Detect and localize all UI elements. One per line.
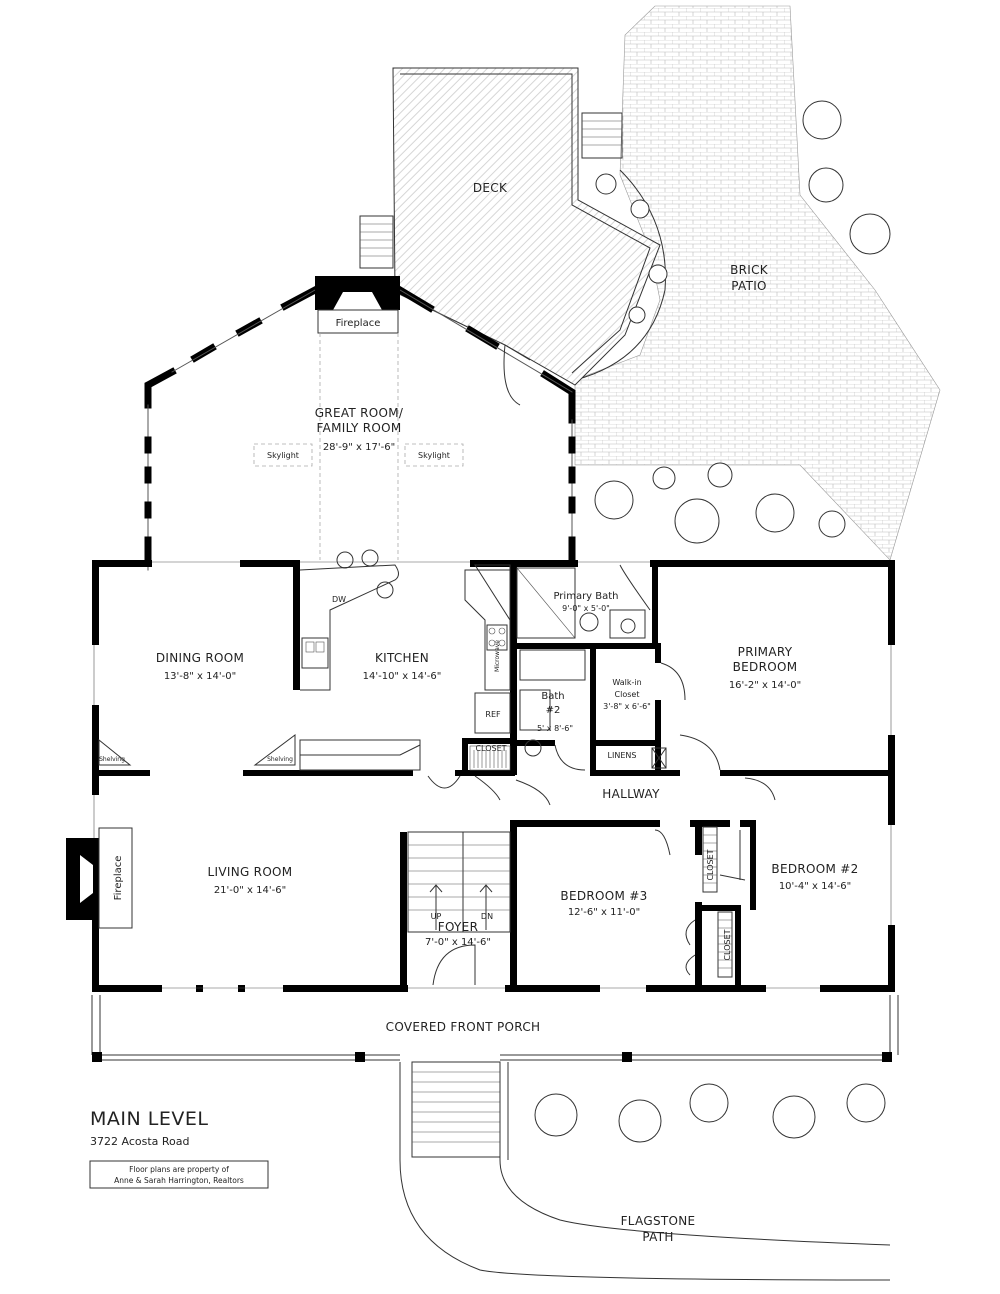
exterior-walls xyxy=(92,560,895,992)
brick-patio-label-2: PATIO xyxy=(731,279,767,293)
bedroom3-dim: 12'-6" x 11'-0" xyxy=(568,907,640,918)
plan-address: 3722 Acosta Road xyxy=(90,1135,189,1148)
hallway-label: HALLWAY xyxy=(602,787,660,801)
porch xyxy=(91,995,899,1281)
shelving-left-label: Shelving xyxy=(99,756,125,763)
microwave-label: Microwave xyxy=(494,640,501,672)
great-room-walls xyxy=(144,285,576,571)
dining-room-label: DINING ROOM xyxy=(156,651,244,665)
primary-bath-dim: 9'-0" x 5'-0" xyxy=(562,604,610,613)
linens-label: LINENS xyxy=(608,751,637,760)
disclaimer-box xyxy=(89,1160,269,1189)
bath-fixtures xyxy=(516,564,686,771)
fireplace-left xyxy=(66,827,133,929)
foyer-dim: 7'-0" x 14'-6" xyxy=(425,937,491,948)
walk-in-dim: 3'-8" x 6'-6" xyxy=(603,702,651,711)
windows xyxy=(93,561,892,989)
closet-kitchen-label: CLOSET xyxy=(475,744,506,753)
primary-bedroom-dim: 16'-2" x 14'-0" xyxy=(729,680,801,691)
closets xyxy=(702,826,733,978)
shelving-right-label: Shelving xyxy=(267,756,293,763)
flagstone-label-2: PATH xyxy=(642,1230,673,1244)
dn-label: DN xyxy=(481,912,493,921)
bedroom3-label: BEDROOM #3 xyxy=(560,889,647,903)
great-room-dim: 28'-9" x 17'-6" xyxy=(323,442,395,453)
dining-room-dim: 13'-8" x 14'-0" xyxy=(164,671,236,682)
trees xyxy=(534,100,891,1143)
walk-in-label: Walk-in xyxy=(612,678,641,687)
foyer-stairs xyxy=(400,831,511,992)
bath2-label: Bath xyxy=(541,691,564,702)
flagstone-label: FLAGSTONE xyxy=(621,1214,696,1228)
bath2-dim: 5' x 8'-6" xyxy=(537,724,573,733)
fireplace-left-label: Fireplace xyxy=(113,856,124,901)
closet-b-label: CLOSET xyxy=(723,929,732,960)
primary-bedroom-label-2: BEDROOM xyxy=(733,660,798,674)
disclaimer-line-2: Anne & Sarah Harrington, Realtors xyxy=(114,1176,244,1185)
skylight-left: Skylight xyxy=(267,451,299,460)
kitchen-label: KITCHEN xyxy=(375,651,429,665)
fireplace-top xyxy=(315,276,400,334)
brick-patio xyxy=(574,5,941,561)
living-room-label: LIVING ROOM xyxy=(208,865,293,879)
disclaimer-line-1: Floor plans are property of xyxy=(129,1165,229,1174)
primary-bedroom-label: PRIMARY xyxy=(738,645,793,659)
closet-a-label: CLOSET xyxy=(706,849,715,880)
door-swings xyxy=(515,734,776,976)
kitchen-dim: 14'-10" x 14'-6" xyxy=(363,671,442,682)
skylight-right: Skylight xyxy=(418,451,450,460)
porch-label: COVERED FRONT PORCH xyxy=(386,1020,541,1034)
great-room-label: GREAT ROOM/ xyxy=(315,406,404,420)
kitchen-fixtures xyxy=(299,549,511,801)
deck xyxy=(392,67,661,386)
living-room-dim: 21'-0" x 14'-6" xyxy=(214,885,286,896)
deck-stairs xyxy=(359,112,623,269)
bath2-label-2: #2 xyxy=(546,705,561,716)
up-label: UP xyxy=(431,912,442,921)
brick-patio-label: BRICK xyxy=(730,263,769,277)
great-room-label-2: FAMILY ROOM xyxy=(316,421,401,435)
plan-title: MAIN LEVEL xyxy=(90,1108,208,1130)
deck-label: DECK xyxy=(473,181,508,195)
foyer-label: FOYER xyxy=(438,920,478,934)
bedroom2-dim: 10'-4" x 14'-6" xyxy=(779,881,851,892)
bedroom2-label: BEDROOM #2 xyxy=(771,862,858,876)
primary-bath-label: Primary Bath xyxy=(553,591,618,602)
walk-in-label-2: Closet xyxy=(615,690,640,699)
fireplace-top-label: Fireplace xyxy=(336,318,381,329)
ref-label: REF xyxy=(485,710,501,719)
dw-label: DW xyxy=(332,595,346,604)
